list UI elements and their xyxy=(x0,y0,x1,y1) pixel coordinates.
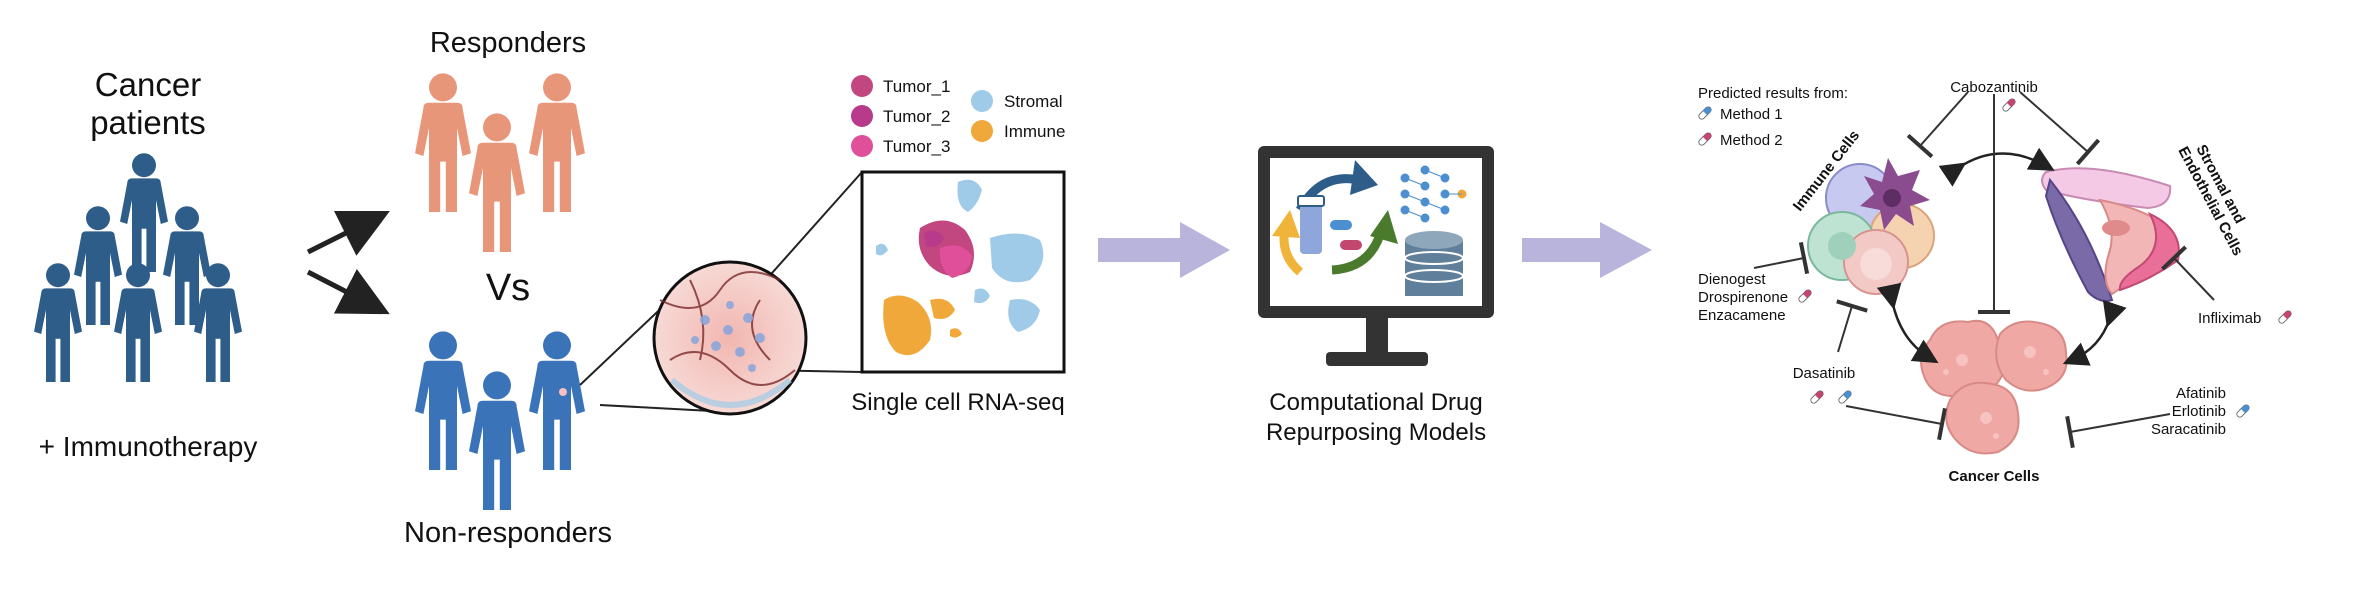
versus-label: Vs xyxy=(486,267,530,309)
cancer-cells-icon xyxy=(1920,319,2068,455)
models-caption-line1: Computational Drug xyxy=(1269,389,1482,416)
legend-item-tumor-3: Tumor_3 xyxy=(851,135,950,157)
immune-cells-icon xyxy=(1807,158,1935,295)
svg-text:Afatinib: Afatinib xyxy=(2176,385,2226,402)
svg-text:Method 1: Method 1 xyxy=(1720,106,1783,123)
split-arrows xyxy=(306,211,390,315)
stromal-endothelial-cells-icon xyxy=(2041,167,2180,302)
svg-text:Drospirenone: Drospirenone xyxy=(1698,289,1788,306)
method2-pill-icon xyxy=(1697,131,1713,147)
drug-dienogest-group: Dienogest Drospirenone Enzacamene xyxy=(1698,271,1813,324)
tissue-sample-icon xyxy=(652,260,808,416)
models-caption-line2: Repurposing Models xyxy=(1266,419,1486,446)
inhibition-lines xyxy=(1753,91,2215,449)
flow-arrow-to-models xyxy=(1098,222,1230,278)
svg-text:Method 2: Method 2 xyxy=(1720,132,1783,149)
responders-label: Responders xyxy=(430,27,586,59)
svg-text:Infliximab: Infliximab xyxy=(2198,310,2261,327)
responders-group-icon xyxy=(415,73,585,252)
drug-dasatinib: Dasatinib xyxy=(1793,365,1856,405)
patients-group-icon xyxy=(34,153,242,382)
svg-text:Immune: Immune xyxy=(1004,122,1065,141)
svg-text:Cabozantinib: Cabozantinib xyxy=(1950,79,2038,96)
method1-pill-icon xyxy=(1697,105,1713,121)
cancer-cells-label: Cancer Cells xyxy=(1949,468,2040,485)
legend-item-immune: Immune xyxy=(971,120,1065,142)
svg-text:Tumor_1: Tumor_1 xyxy=(883,77,950,96)
svg-text:Stromal: Stromal xyxy=(1004,92,1063,111)
drug-cabozantinib: Cabozantinib xyxy=(1950,79,2038,113)
umap-plot xyxy=(860,170,1066,374)
treatment-label: + Immunotherapy xyxy=(39,431,258,462)
svg-text:Tumor_2: Tumor_2 xyxy=(883,107,950,126)
svg-text:Erlotinib: Erlotinib xyxy=(2172,403,2226,420)
legend-item-stromal: Stromal xyxy=(971,90,1063,112)
legend-item-tumor-1: Tumor_1 xyxy=(851,75,950,97)
biopsy-site-marker xyxy=(559,388,567,396)
svg-text:Tumor_3: Tumor_3 xyxy=(883,137,950,156)
cluster-legend: Tumor_1 Tumor_2 Tumor_3 Stromal Immune xyxy=(851,75,1065,157)
svg-text:Predicted results from:: Predicted results from: xyxy=(1698,85,1848,102)
method-legend: Predicted results from: Method 1 Method … xyxy=(1697,85,1848,149)
drug-infliximab: Infliximab xyxy=(2198,309,2293,327)
interaction-arrows xyxy=(1876,147,2127,366)
non-responders-group-icon xyxy=(415,331,585,510)
neural-network-icon xyxy=(1400,165,1467,223)
legend-item-tumor-2: Tumor_2 xyxy=(851,105,950,127)
patients-title-line1: Cancer xyxy=(95,66,201,103)
flow-arrow-to-results xyxy=(1522,222,1652,278)
svg-text:Dienogest: Dienogest xyxy=(1698,271,1766,288)
scrna-caption: Single cell RNA-seq xyxy=(851,389,1064,416)
drug-afatinib-group: Afatinib Erlotinib Saracatinib xyxy=(2151,385,2251,438)
non-responders-label: Non-responders xyxy=(404,517,612,549)
drug-cycle-icon xyxy=(1272,160,1398,276)
patients-title-line2: patients xyxy=(90,104,206,141)
database-icon xyxy=(1404,231,1464,296)
svg-text:Saracatinib: Saracatinib xyxy=(2151,421,2226,438)
svg-text:Dasatinib: Dasatinib xyxy=(1793,365,1856,382)
svg-text:Enzacamene: Enzacamene xyxy=(1698,307,1786,324)
